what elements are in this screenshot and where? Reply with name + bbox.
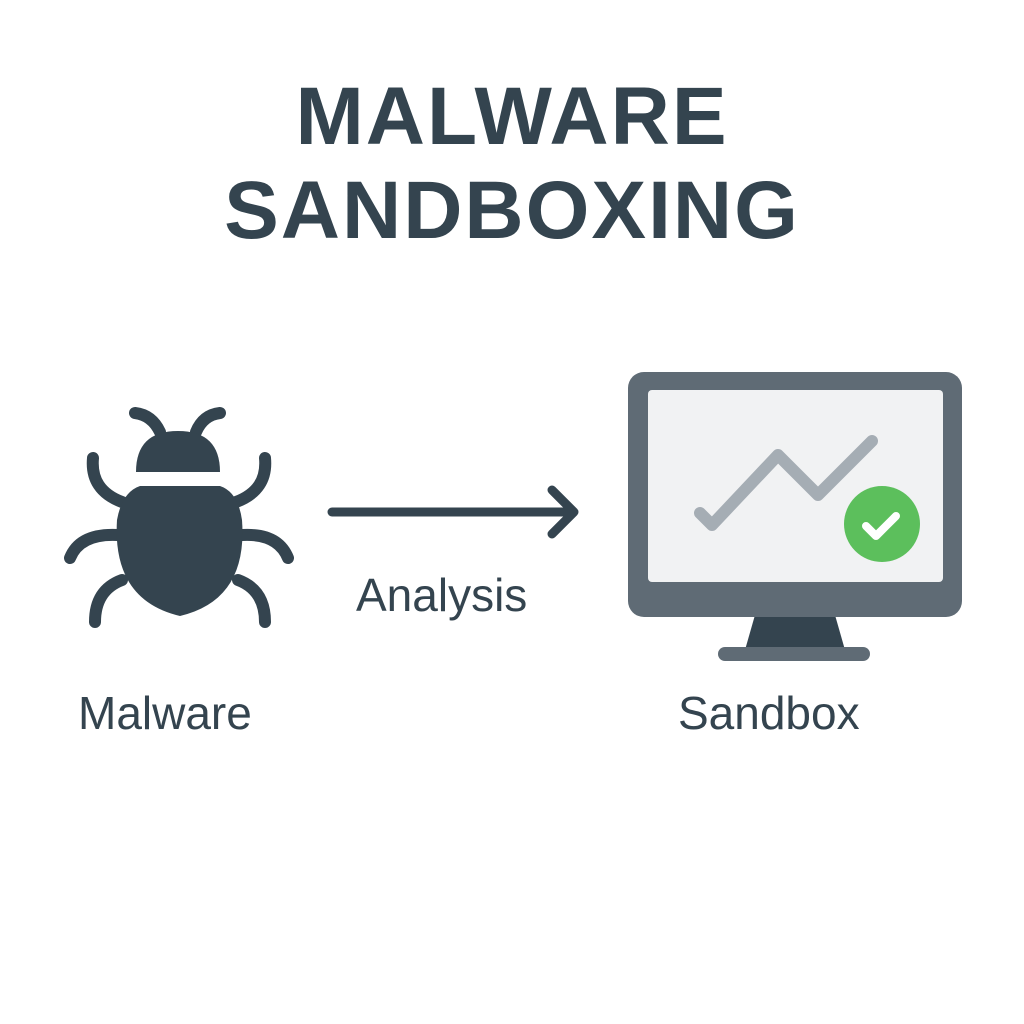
arrow-right-icon (327, 485, 579, 539)
bug-icon (64, 407, 294, 628)
title-line-2: SANDBOXING (224, 165, 800, 256)
analysis-label: Analysis (356, 569, 528, 621)
check-circle-icon (844, 486, 920, 562)
malware-label: Malware (78, 687, 252, 739)
sandbox-label: Sandbox (678, 687, 860, 739)
title-line-1: MALWARE (295, 71, 729, 162)
